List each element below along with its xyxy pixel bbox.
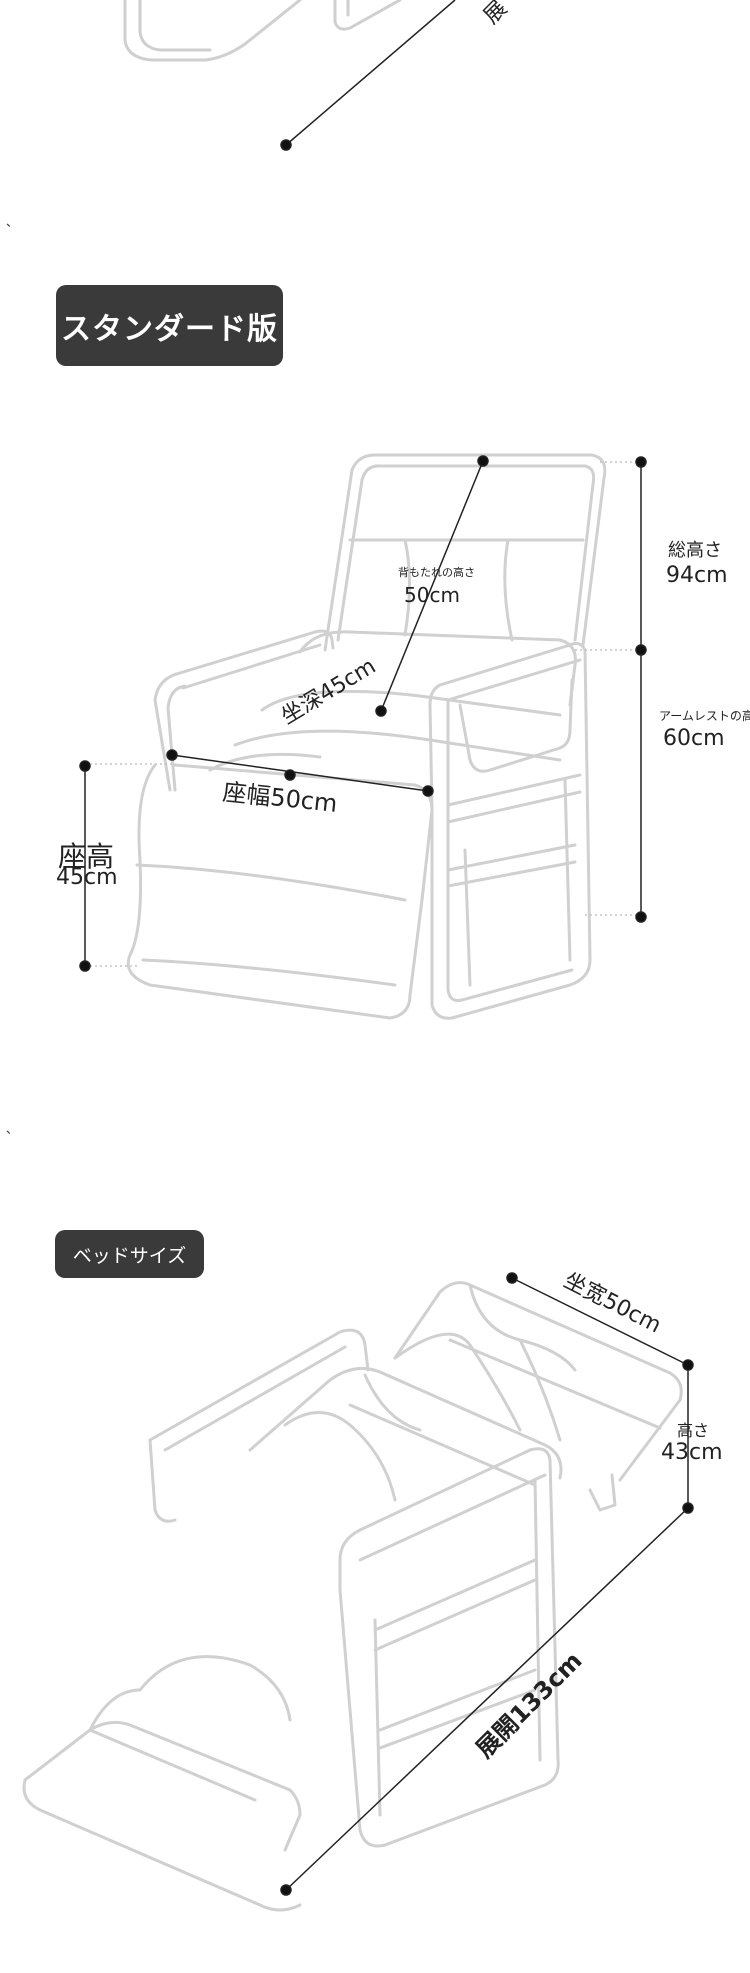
bed-height-value: 43cm [661, 1440, 723, 1465]
armrest-height-value: 60cm [663, 726, 725, 751]
seat-height-value: 45cm [56, 865, 118, 890]
separator-mark-2: 、 [6, 1122, 19, 1136]
armrest-height-name: アームレストの高 [659, 709, 750, 723]
backrest-height-name: 背もたれの高さ [398, 566, 475, 579]
total-height-value: 94cm [666, 563, 728, 588]
bed-badge-label: ベッドサイズ [72, 1244, 187, 1267]
standard-badge: スタンダード版 [56, 285, 283, 366]
recliner-illustration [79, 453, 647, 1020]
separator-mark-1: 、 [6, 215, 19, 229]
seat-height-name: 座高 [58, 840, 115, 873]
standard-badge-label: スタンダード版 [61, 311, 278, 347]
bed-badge: ベッドサイズ [55, 1230, 204, 1278]
bed-height-name: 高さ [677, 1421, 710, 1440]
top-bed-illustration [123, 0, 456, 151]
total-height-name: 総高さ [668, 540, 722, 561]
backrest-height-value: 50cm [404, 583, 460, 607]
